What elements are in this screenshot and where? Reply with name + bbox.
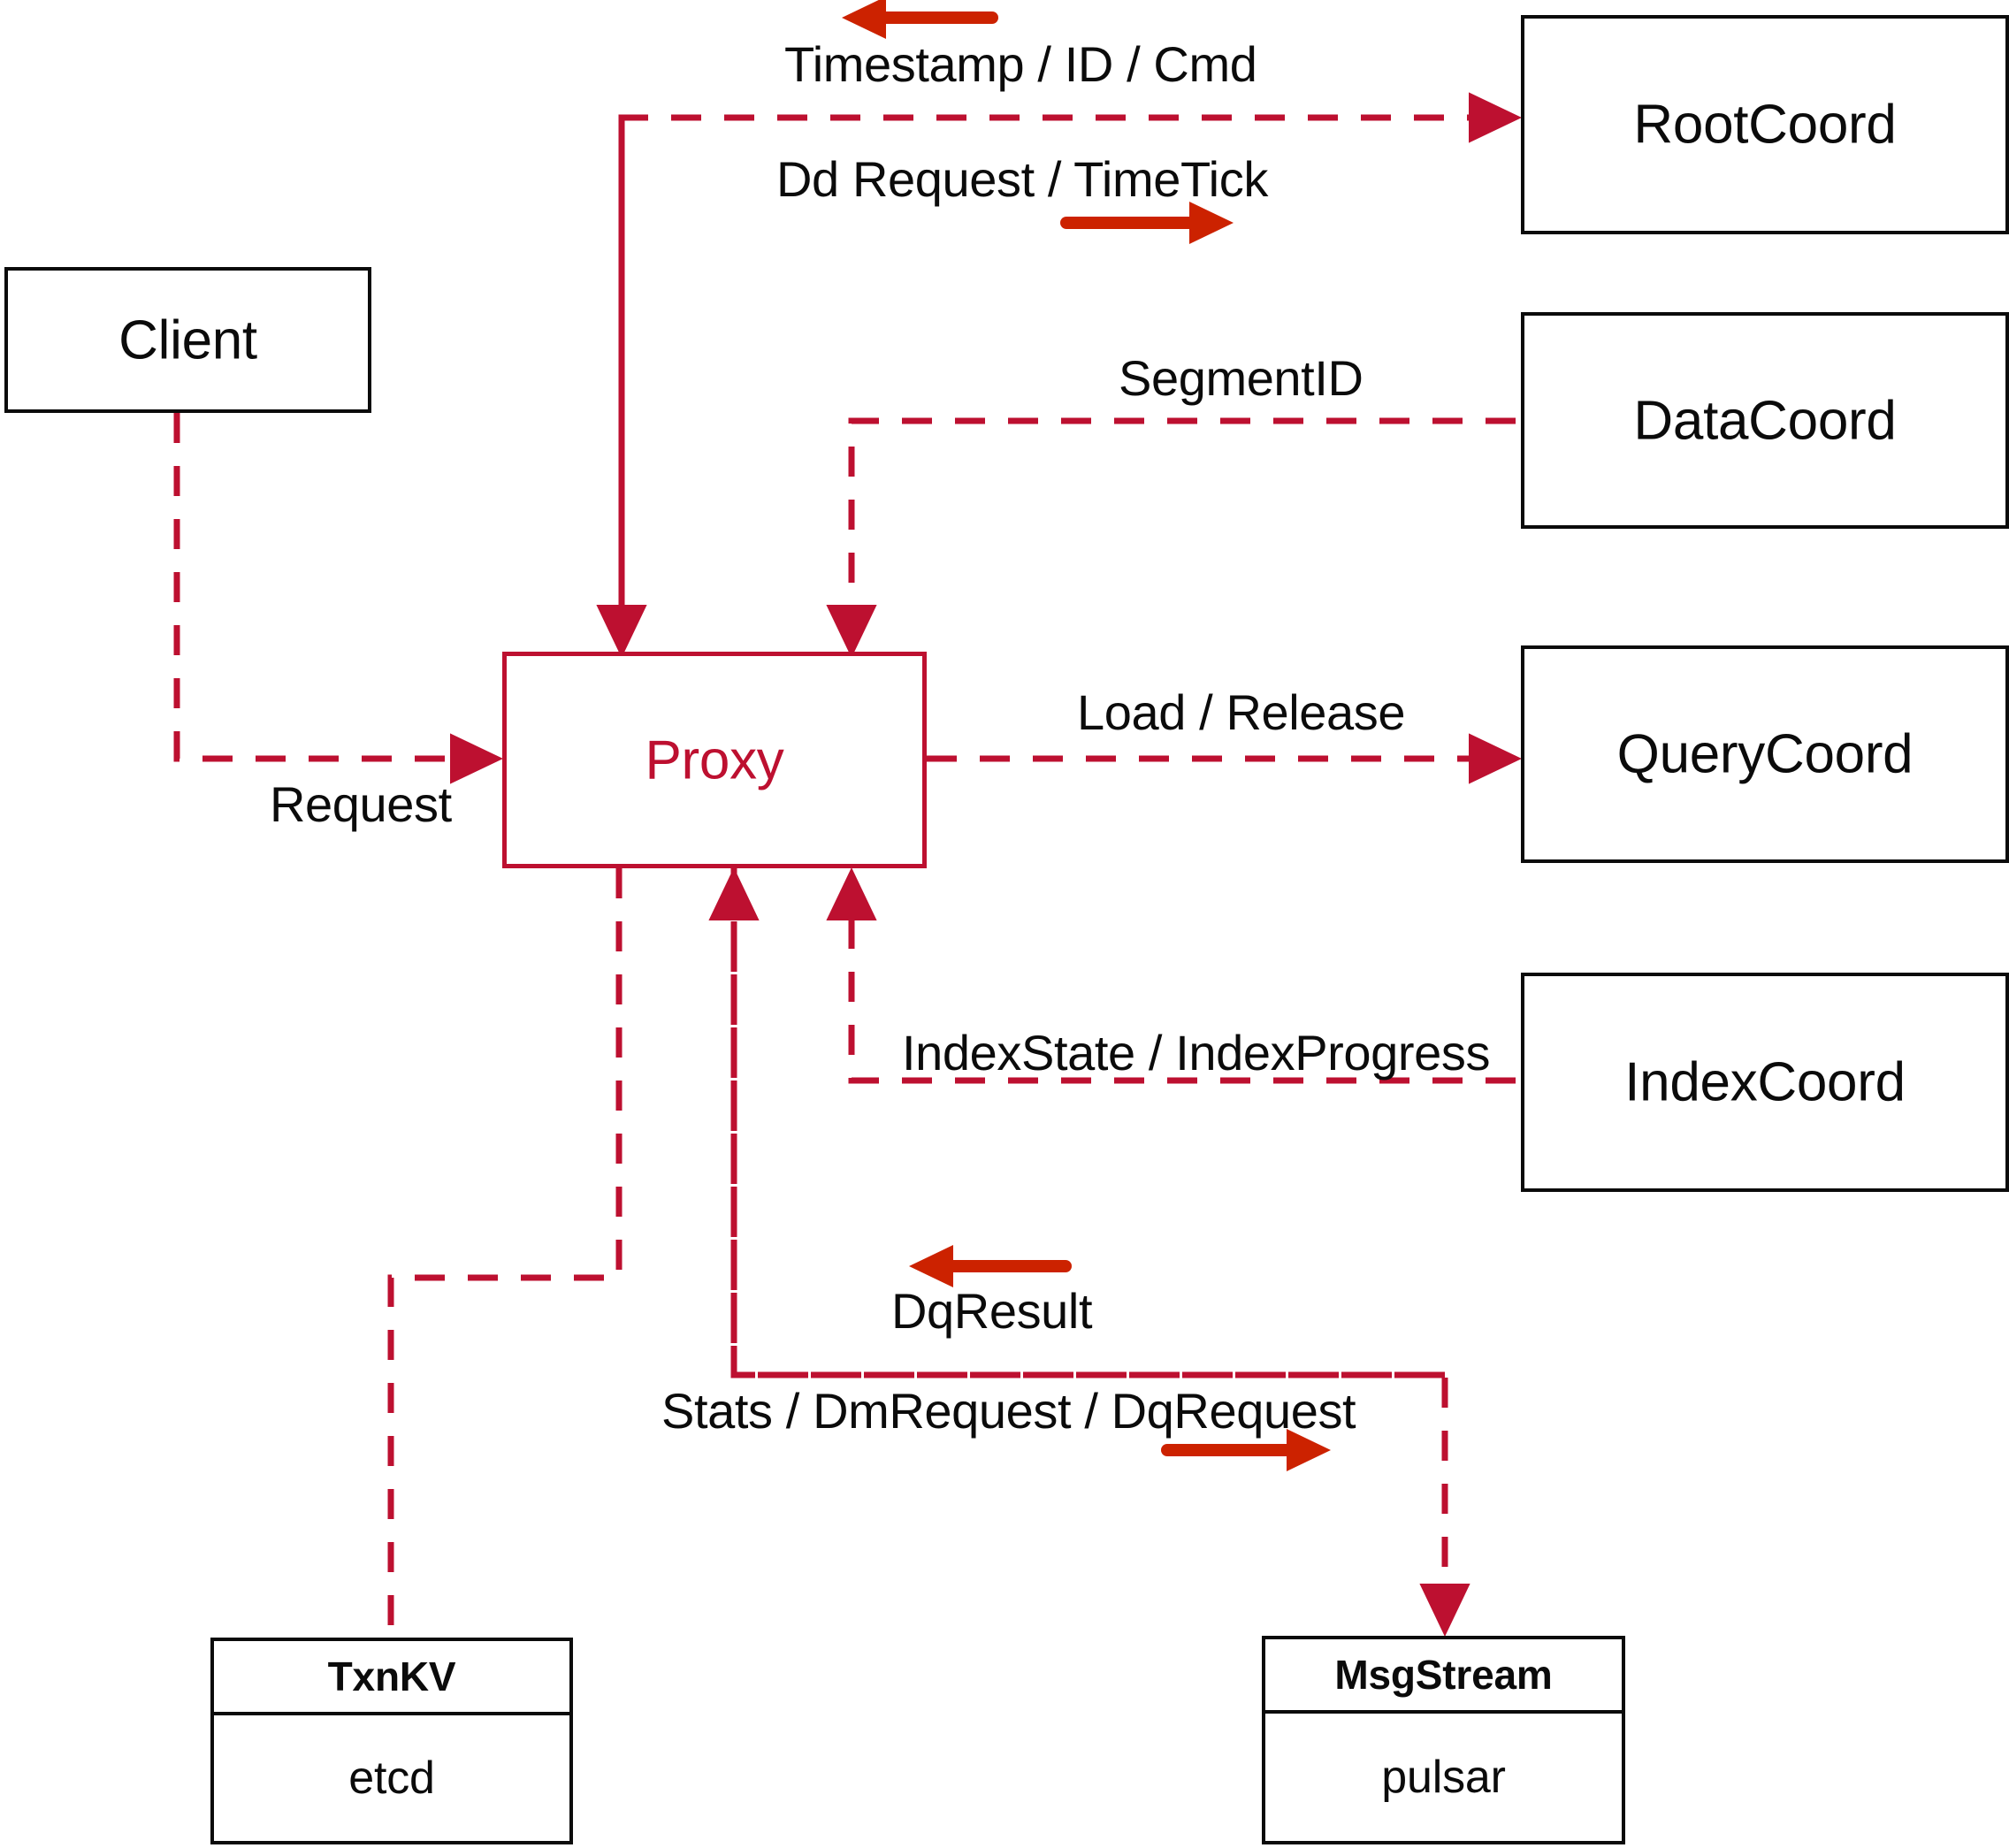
node-rootcoord[interactable]: RootCoord	[1521, 15, 2009, 234]
edge-label-segmentid: SegmentID	[1119, 350, 1364, 406]
edge-client-to-proxy	[173, 413, 504, 784]
node-msgstream-body: pulsar	[1381, 1752, 1506, 1803]
arrow-stats-right-icon	[1161, 1429, 1331, 1471]
node-txnkv-header: TxnKV	[214, 1641, 569, 1715]
node-client[interactable]: Client	[4, 267, 371, 413]
node-proxy-label: Proxy	[645, 729, 784, 790]
node-datacoord[interactable]: DataCoord	[1521, 312, 2009, 529]
edge-label-dd-request-timetick: Dd Request / TimeTick	[776, 151, 1268, 207]
node-querycoord[interactable]: QueryCoord	[1521, 645, 2009, 863]
arrow-timestamp-left-icon	[842, 0, 998, 39]
arrow-ddrequest-right-icon	[1060, 202, 1234, 244]
edge-label-timestamp-id-cmd: Timestamp / ID / Cmd	[784, 36, 1257, 92]
node-querycoord-label: QueryCoord	[1616, 723, 1914, 785]
node-indexcoord[interactable]: IndexCoord	[1521, 973, 2009, 1192]
edge-proxy-to-msgstream	[730, 868, 1470, 1638]
node-indexcoord-label: IndexCoord	[1624, 1051, 1906, 1113]
arrow-dqresult-left-icon	[909, 1245, 1072, 1287]
edge-indexcoord-to-proxy	[826, 867, 1516, 1084]
node-msgstream[interactable]: MsgStream pulsar	[1262, 1636, 1625, 1844]
edge-label-stats-dmrequest-dqrequest: Stats / DmRequest / DqRequest	[661, 1383, 1356, 1439]
node-datacoord-label: DataCoord	[1633, 389, 1897, 451]
edge-label-request: Request	[270, 776, 452, 832]
node-rootcoord-label: RootCoord	[1633, 94, 1897, 156]
node-client-label: Client	[118, 309, 257, 370]
node-msgstream-header: MsgStream	[1265, 1639, 1622, 1714]
edge-label-load-release: Load / Release	[1077, 684, 1406, 740]
node-proxy[interactable]: Proxy	[502, 652, 927, 868]
node-txnkv-body: etcd	[348, 1753, 435, 1804]
edge-msgstream-to-proxy	[708, 867, 1445, 1378]
edge-datacoord-to-proxy	[826, 417, 1516, 659]
edge-proxy-to-txnkv	[387, 868, 623, 1638]
edge-label-dqresult: DqResult	[891, 1283, 1093, 1339]
node-txnkv[interactable]: TxnKV etcd	[210, 1638, 573, 1844]
edge-label-indexstate-indexprogress: IndexState / IndexProgress	[902, 1025, 1491, 1081]
